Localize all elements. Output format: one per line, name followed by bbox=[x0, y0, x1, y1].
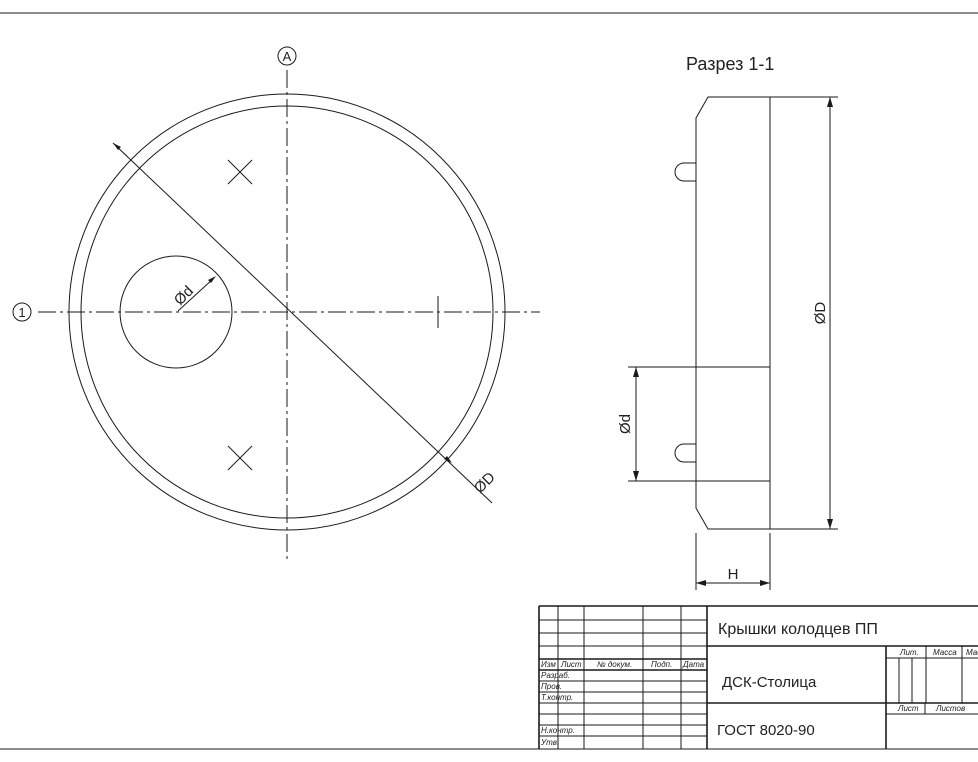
scale-header: Масштаб bbox=[966, 648, 978, 657]
col-header-izm: Изм bbox=[541, 660, 556, 669]
row-label-approved: Утв. bbox=[540, 738, 559, 747]
standard-number: ГОСТ 8020-90 bbox=[717, 722, 815, 739]
col-header-list: Лист bbox=[560, 660, 582, 669]
thickness-dimension-label: H bbox=[728, 566, 739, 583]
small-hole-dimension-line bbox=[177, 277, 215, 312]
col-header-date: Дата bbox=[682, 660, 705, 669]
section-title: Разрез 1-1 bbox=[686, 54, 774, 74]
dimension-arrow bbox=[208, 276, 216, 283]
small-hole-label: Ød bbox=[171, 283, 197, 309]
loop-mark-bottom bbox=[227, 445, 253, 471]
organization-name: ДСК-Столица bbox=[722, 674, 817, 691]
dimension-arrow bbox=[113, 143, 121, 150]
lit-header: Лит. bbox=[899, 648, 919, 657]
dimension-arrow bbox=[827, 97, 833, 107]
axis-a-marker bbox=[277, 46, 297, 66]
dimension-arrow bbox=[633, 471, 639, 481]
dimension-arrow bbox=[444, 456, 452, 463]
col-header-doc: № докум. bbox=[597, 660, 632, 669]
loop-mark-top bbox=[227, 159, 253, 185]
outer-diameter-label: ØD bbox=[471, 469, 499, 497]
dimension-arrow bbox=[633, 367, 639, 377]
col-header-sign: Подп. bbox=[651, 660, 672, 669]
product-name: Крышки колодцев ПП bbox=[718, 621, 878, 638]
axis-1-label: 1 bbox=[18, 305, 25, 320]
dimension-arrow bbox=[760, 580, 770, 586]
mass-header: Масса bbox=[933, 648, 957, 657]
section-body-upper bbox=[695, 96, 771, 368]
lifting-loop-bottom bbox=[674, 443, 696, 463]
row-label-developed: Разраб. bbox=[541, 671, 570, 680]
sheets-label: Листов bbox=[935, 704, 965, 713]
dimension-arrow bbox=[696, 580, 706, 586]
hole-dimension-label: Ød bbox=[617, 414, 634, 434]
row-label-checked: Пров. bbox=[541, 682, 562, 691]
title-block: Изм Лист № докум. Подп. Дата Разраб. Про… bbox=[538, 605, 978, 749]
plan-view: A 1 ØD Ød bbox=[12, 46, 540, 560]
section-view: Разрез 1-1 ØD Ød bbox=[617, 54, 838, 590]
height-dimension-label: ØD bbox=[812, 302, 829, 325]
axis-1-marker bbox=[12, 302, 32, 322]
lifting-loop-top bbox=[674, 162, 696, 182]
outer-diameter-dimension-line bbox=[112, 142, 493, 504]
dimension-arrow bbox=[827, 519, 833, 529]
row-label-norm-control: Н.контр. bbox=[541, 726, 575, 735]
sheet-label: Лист bbox=[897, 704, 919, 713]
row-label-tech-control: Т.контр. bbox=[541, 693, 573, 702]
section-body-lower bbox=[695, 480, 771, 530]
axis-a-label: A bbox=[283, 49, 292, 64]
